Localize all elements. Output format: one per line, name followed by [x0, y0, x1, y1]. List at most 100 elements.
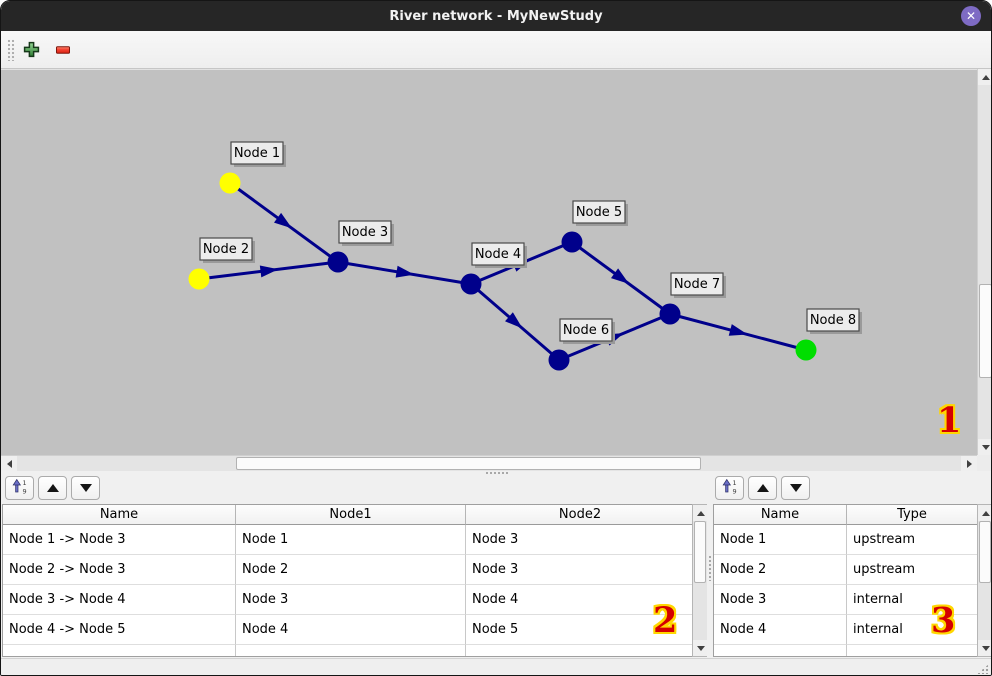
cell[interactable]: upstream [847, 555, 978, 585]
nodes-move-up-button[interactable] [748, 476, 777, 500]
node-circle-node-8[interactable] [795, 339, 817, 361]
nodes-table-scrollbar[interactable] [977, 504, 991, 657]
status-bar [1, 658, 991, 675]
cell[interactable] [847, 645, 978, 656]
cell[interactable]: Node 2 -> Node 3 [3, 555, 236, 585]
node-label-box-node-1[interactable] [230, 141, 284, 165]
node-circle-node-2[interactable] [188, 268, 210, 290]
cell[interactable]: Node 2 [714, 555, 847, 585]
vertical-splitter[interactable] [707, 475, 713, 657]
down-arrow-icon [982, 444, 990, 450]
column-header-name[interactable]: Name [3, 505, 236, 525]
node-label-box-node-4[interactable] [471, 242, 525, 266]
cell[interactable]: Node 4 [466, 585, 695, 615]
scrollbar-thumb[interactable] [694, 521, 706, 583]
scroll-down-button[interactable] [978, 640, 991, 656]
reaches-table-scrollbar[interactable] [692, 504, 709, 657]
node-label-box-node-7[interactable] [670, 272, 724, 296]
node-label-box-node-2[interactable] [199, 237, 253, 261]
left-arrow-icon [6, 460, 12, 468]
cell[interactable]: internal [847, 585, 978, 615]
cell[interactable]: Node 1 [236, 525, 466, 555]
scroll-left-button[interactable] [1, 456, 17, 472]
column-header-type[interactable]: Type [847, 505, 978, 525]
node-circle-node-7[interactable] [659, 303, 681, 325]
up-arrow-icon [982, 510, 990, 516]
cell[interactable]: Node 4 -> Node 5 [3, 615, 236, 645]
cell[interactable]: Node 5 [466, 615, 695, 645]
reaches-sort-button[interactable]: 1 9 [5, 476, 34, 500]
scrollbar-thumb[interactable] [236, 457, 701, 470]
close-button[interactable]: ✕ [961, 6, 981, 26]
node-circle-node-5[interactable] [561, 231, 583, 253]
cell[interactable]: Node 3 [466, 555, 695, 585]
horizontal-splitter[interactable] [1, 471, 991, 475]
add-node-button[interactable] [20, 40, 42, 62]
cell[interactable]: Node 1 -> Node 3 [3, 525, 236, 555]
down-arrow-icon [697, 645, 705, 651]
window-title: River network - MyNewStudy [389, 8, 603, 24]
cell[interactable] [3, 645, 236, 656]
table-row[interactable] [3, 645, 708, 656]
scrollbar-thumb[interactable] [979, 284, 991, 378]
reaches-move-up-button[interactable] [38, 476, 67, 500]
node-circle-node-3[interactable] [327, 251, 349, 273]
cell[interactable]: Node 2 [236, 555, 466, 585]
nodes-sort-button[interactable]: 1 9 [715, 476, 744, 500]
node-circle-node-1[interactable] [219, 172, 241, 194]
reaches-move-down-button[interactable] [71, 476, 100, 500]
cell[interactable]: upstream [847, 525, 978, 555]
cell[interactable]: Node 4 [236, 615, 466, 645]
cell[interactable]: internal [847, 615, 978, 645]
node-label-box-node-5[interactable] [572, 200, 626, 224]
scroll-up-button[interactable] [978, 69, 991, 85]
scroll-down-button[interactable] [693, 640, 709, 656]
table-row[interactable] [714, 645, 991, 656]
scroll-right-button[interactable] [961, 456, 977, 472]
cell[interactable] [714, 645, 847, 656]
nodes-move-down-button[interactable] [781, 476, 810, 500]
cell[interactable]: Node 3 -> Node 4 [3, 585, 236, 615]
resize-grip[interactable] [977, 664, 989, 674]
black-up-triangle-icon [46, 484, 59, 492]
node-circle-node-6[interactable] [548, 349, 570, 371]
cell[interactable]: Node 3 [236, 585, 466, 615]
scroll-up-button[interactable] [978, 505, 991, 521]
node-label-box-node-8[interactable] [806, 308, 860, 332]
canvas-horizontal-scrollbar[interactable] [1, 455, 977, 472]
node-circle-node-4[interactable] [460, 273, 482, 295]
remove-node-button[interactable] [52, 40, 74, 62]
column-header-node2[interactable]: Node2 [466, 505, 695, 525]
column-header-name[interactable]: Name [714, 505, 847, 525]
node-label-text: Node 1 [234, 146, 280, 161]
cell[interactable] [236, 645, 466, 656]
node-label-box-node-6[interactable] [559, 318, 613, 342]
cell[interactable]: Node 3 [466, 525, 695, 555]
canvas-vertical-scrollbar[interactable] [977, 69, 991, 455]
flow-arrow-icon [395, 265, 415, 278]
scroll-up-button[interactable] [693, 505, 709, 521]
scrollbar-corner [977, 455, 991, 471]
cell[interactable]: Node 1 [714, 525, 847, 555]
cell[interactable]: Node 3 [714, 585, 847, 615]
black-down-triangle-icon [789, 484, 802, 492]
toolbar-grip-handle[interactable] [7, 39, 15, 61]
node-label-box-node-3[interactable] [338, 220, 392, 244]
cell[interactable]: Node 4 [714, 615, 847, 645]
scrollbar-thumb[interactable] [979, 521, 991, 583]
cell[interactable] [466, 645, 695, 656]
column-header-node1[interactable]: Node1 [236, 505, 466, 525]
scroll-down-button[interactable] [978, 439, 991, 455]
node-label-text: Node 8 [810, 313, 856, 328]
